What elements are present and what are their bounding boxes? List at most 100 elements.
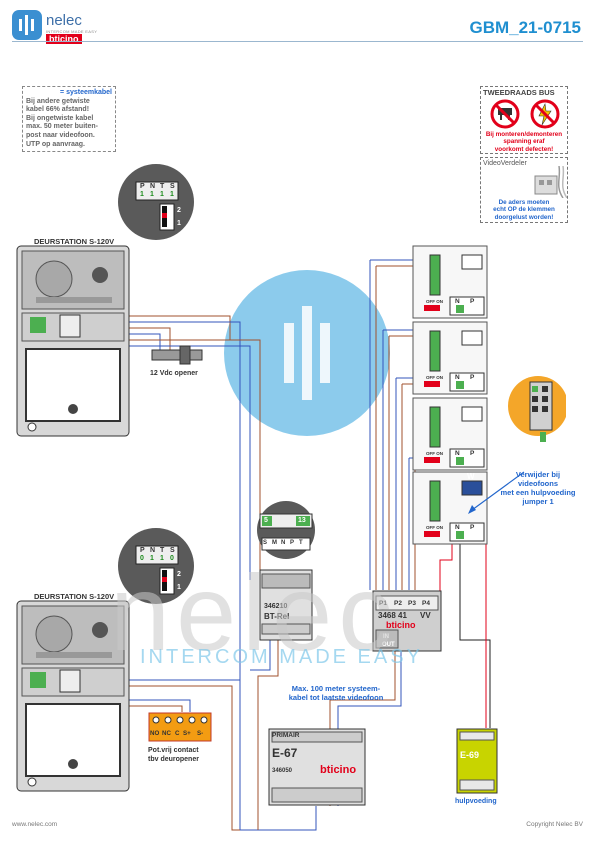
terminal-header: P xyxy=(470,450,475,457)
logo-tagline: INTERCOM MADE EASY xyxy=(46,29,98,34)
dip-switch-callout-2 xyxy=(118,528,194,604)
dip-header: P xyxy=(140,183,145,190)
dip-header: T xyxy=(160,183,165,190)
aux-power-label: hulpvoeding xyxy=(455,798,497,805)
dip-header: N xyxy=(150,547,156,554)
video-distributor-346841 xyxy=(372,590,442,652)
jumper-label: 2 xyxy=(177,571,181,578)
relay-wires xyxy=(250,640,279,830)
jumper-note-line: Verwijder bij xyxy=(515,470,561,479)
off-on-label: OFF ON xyxy=(426,375,443,380)
off-on-label: OFF ON xyxy=(426,299,443,304)
dip-header: S xyxy=(170,547,175,554)
dip-value: 1 xyxy=(170,191,174,198)
terminal-header: N xyxy=(455,298,460,305)
nelec-logo-icon xyxy=(12,10,42,40)
terminal-header: N xyxy=(455,524,460,531)
dip-value: 1 xyxy=(160,555,164,562)
contact-terminal: C xyxy=(175,730,180,737)
relay-dip-header: T xyxy=(299,540,303,546)
vv-line: doorgelust worden! xyxy=(494,213,554,221)
off-on-label: OFF ON xyxy=(426,525,443,530)
distributor-port: P2 xyxy=(394,600,402,607)
dip-header: N xyxy=(150,183,156,190)
terminal-header: P xyxy=(470,524,475,531)
contact-terminal: NC xyxy=(162,730,171,737)
relay-model: 346210 xyxy=(264,603,288,610)
footer-copyright: Copyright Nelec BV xyxy=(526,821,583,828)
warning-title: TWEEDRAADS BUS xyxy=(483,88,555,97)
distributor-terminal-icon xyxy=(534,166,567,198)
cable-legend: = systeemkabel xyxy=(60,89,112,96)
watermark-tagline: INTERCOM MADE EASY xyxy=(140,646,423,668)
video-phone-1 xyxy=(412,245,488,319)
aux-power-model: E-69 xyxy=(460,750,480,760)
dip-header: S xyxy=(170,183,175,190)
distributor-suffix: VV xyxy=(420,611,431,620)
terminal-header: N xyxy=(455,374,460,381)
logo-name: nelec xyxy=(46,12,82,29)
distance-note-line: kabel tot laatste videofoon xyxy=(288,693,384,702)
door-opener-icon xyxy=(151,345,203,365)
dip-header: P xyxy=(140,547,145,554)
contact-terminal: NO xyxy=(150,730,160,737)
distributor-port: P3 xyxy=(408,600,416,607)
door-station-title: DEURSTATION S-120V xyxy=(34,237,115,246)
door-station-lower xyxy=(16,600,130,792)
dip-value: 1 xyxy=(150,191,154,198)
power-primary-label: PRIMAIR xyxy=(272,732,300,739)
dip-header: T xyxy=(160,547,165,554)
power-model: E-67 xyxy=(272,746,298,760)
video-phone-4 xyxy=(412,471,488,545)
relay-346210 xyxy=(257,501,315,641)
vv-line: echt OP de klemmen xyxy=(493,206,555,214)
cable-note-line: max. 50 meter buiten- xyxy=(26,123,98,131)
lower-station-wires xyxy=(80,679,317,831)
dip-value: 1 xyxy=(150,555,154,562)
contact-label: tbv deuropener xyxy=(148,756,199,763)
terminal-header: N xyxy=(455,450,460,457)
cable-note-line: kabel 66% afstand! xyxy=(26,106,90,114)
jumper-note-line: jumper 1 xyxy=(522,497,554,506)
relay-name: BT-Rel xyxy=(264,612,290,621)
warning-line: spanning eraf xyxy=(503,138,545,146)
document-id: GBM_21-0715 xyxy=(469,18,581,37)
video-phones xyxy=(412,245,488,545)
distance-note-line: Max. 100 meter systeem- xyxy=(291,684,381,693)
no-power-warning-icons xyxy=(490,99,560,129)
footer-website[interactable]: www.nelec.com xyxy=(12,821,58,828)
warning-line: voorkomt defecten! xyxy=(494,145,554,153)
distributor-brand: bticino xyxy=(386,620,416,630)
jumper-note-line: met een hulpvoeding xyxy=(500,488,576,497)
distributor-in: IN xyxy=(383,634,389,640)
video-distributor-note: VideoVerdeler De aders moeten echt OP de… xyxy=(480,157,568,223)
jumper-arrow-icon xyxy=(468,471,525,514)
power-part: 346050 xyxy=(272,768,293,774)
cable-note-line: post naar videofoon. xyxy=(26,131,95,139)
distance-note: Max. 100 meter systeem- kabel tot laatst… xyxy=(266,684,406,702)
opener-label: 12 Vdc opener xyxy=(150,370,198,377)
dip-value: 1 xyxy=(160,191,164,198)
potential-free-contact xyxy=(148,712,212,742)
distributor-model: 3468 41 xyxy=(378,611,407,620)
vv-line: De aders moeten xyxy=(498,199,550,206)
header-divider xyxy=(12,41,583,42)
contact-terminal: S+ xyxy=(183,730,191,737)
watermark-logo-icon xyxy=(224,270,390,436)
video-distributor-note-text: De aders moeten echt OP de klemmen doorg… xyxy=(483,199,565,221)
video-distributor-note-title: VideoVerdeler xyxy=(483,160,527,167)
dip-value: 1 xyxy=(140,191,144,198)
relay-dip-header: P xyxy=(290,540,295,546)
cable-note-line: UTP op aanvraag. xyxy=(26,140,86,148)
jumper-label: 1 xyxy=(177,584,181,591)
distributor-port: P1 xyxy=(379,600,387,607)
door-station-upper xyxy=(16,245,130,437)
jumper-label: 1 xyxy=(177,220,181,227)
distributor-out: OUT xyxy=(382,642,395,648)
jumper-note-line: videofoons xyxy=(517,479,558,488)
jumper-note: Verwijder bij videofoons met een hulpvoe… xyxy=(488,470,588,506)
relay-dip-value: 5 xyxy=(264,517,268,524)
relay-dip-value: 13 xyxy=(298,517,306,524)
dip-value: 0 xyxy=(140,555,144,562)
